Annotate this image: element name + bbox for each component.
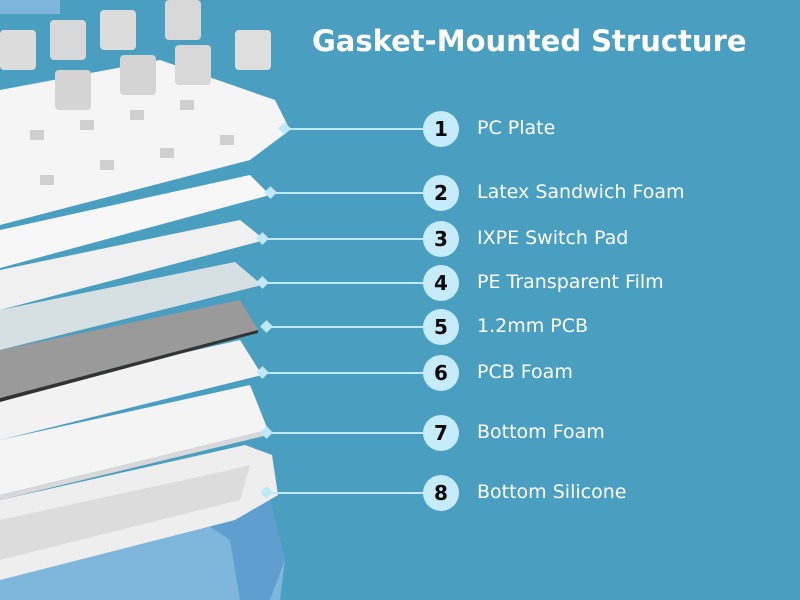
callout-number: 3 bbox=[423, 221, 459, 257]
bottom-foam-layer bbox=[0, 385, 268, 495]
callout-label: 1.2mm PCB bbox=[477, 315, 589, 337]
callout-line bbox=[267, 326, 425, 328]
pcb-edge bbox=[0, 330, 258, 402]
callout-bottom-foam: 7 Bottom Foam bbox=[0, 413, 800, 453]
callout-number: 2 bbox=[423, 175, 459, 211]
callout-pcb-foam: 6 PCB Foam bbox=[0, 353, 800, 393]
switches bbox=[0, 0, 271, 110]
bottom-case-edge bbox=[200, 500, 285, 600]
bottom-silicone-inner bbox=[0, 465, 250, 560]
callout-line bbox=[267, 492, 425, 494]
latex-foam-layer bbox=[0, 175, 270, 268]
callout-line bbox=[285, 128, 425, 130]
callout-label: PE Transparent Film bbox=[477, 271, 664, 293]
callout-label: Bottom Foam bbox=[477, 421, 605, 443]
callout-line bbox=[271, 192, 425, 194]
callout-label: Bottom Silicone bbox=[477, 481, 627, 503]
callout-latex-sandwich-foam: 2 Latex Sandwich Foam bbox=[0, 173, 800, 213]
ixpe-layer bbox=[0, 220, 265, 310]
page-title: Gasket-Mounted Structure bbox=[312, 24, 747, 58]
callout-number: 4 bbox=[423, 265, 459, 301]
callout-line bbox=[263, 282, 425, 284]
callout-pe-transparent-film: 4 PE Transparent Film bbox=[0, 263, 800, 303]
callout-line bbox=[263, 238, 425, 240]
callout-number: 5 bbox=[423, 309, 459, 345]
bottom-foam-edge bbox=[0, 430, 268, 500]
callout-label: PC Plate bbox=[477, 117, 556, 139]
callout-number: 8 bbox=[423, 475, 459, 511]
callout-label: Latex Sandwich Foam bbox=[477, 181, 685, 203]
callout-ixpe-switch-pad: 3 IXPE Switch Pad bbox=[0, 219, 800, 259]
pcb-layer bbox=[0, 300, 258, 398]
callout-line bbox=[267, 432, 425, 434]
callout-label: PCB Foam bbox=[477, 361, 573, 383]
callout-pcb: 5 1.2mm PCB bbox=[0, 307, 800, 347]
plate-holes bbox=[30, 100, 234, 185]
callout-number: 7 bbox=[423, 415, 459, 451]
callout-number: 6 bbox=[423, 355, 459, 391]
callout-line bbox=[263, 372, 425, 374]
callout-label: IXPE Switch Pad bbox=[477, 227, 629, 249]
pcb-foam-layer bbox=[0, 340, 262, 440]
callout-bottom-silicone: 8 Bottom Silicone bbox=[0, 473, 800, 513]
pe-film-layer bbox=[0, 262, 262, 350]
callout-number: 1 bbox=[423, 111, 459, 147]
callout-pc-plate: 1 PC Plate bbox=[0, 109, 800, 149]
